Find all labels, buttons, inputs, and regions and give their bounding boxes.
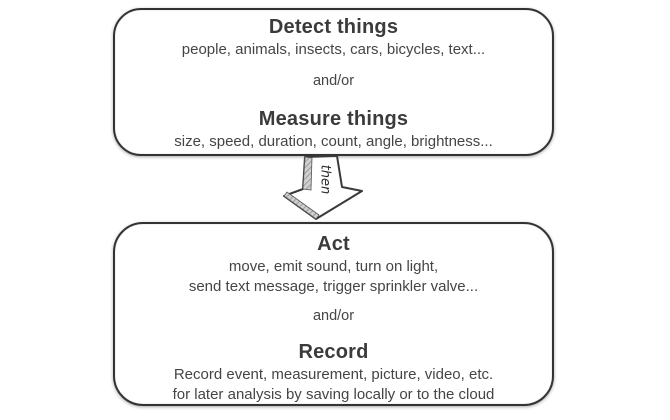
top-andor-label: and/or [312,73,355,89]
act-line1: move, emit sound, turn on light, [228,258,439,275]
act-line2: send text message, trigger sprinkler val… [188,278,479,295]
measure-items: size, speed, duration, count, angle, bri… [174,133,493,150]
record-line2: for later analysis by saving locally or … [172,386,495,403]
record-title: Record [298,341,369,363]
then-arrow-icon [283,155,363,220]
detect-measure-box: Detect things people, animals, insects, … [113,8,554,156]
act-record-box: Act move, emit sound, turn on light, sen… [113,222,554,406]
act-title: Act [317,233,350,255]
detect-items: people, animals, insects, cars, bicycles… [181,41,486,58]
measure-title: Measure things [258,108,409,130]
detect-title: Detect things [268,16,399,38]
record-line1: Record event, measurement, picture, vide… [173,366,494,383]
bottom-andor-label: and/or [312,308,355,324]
